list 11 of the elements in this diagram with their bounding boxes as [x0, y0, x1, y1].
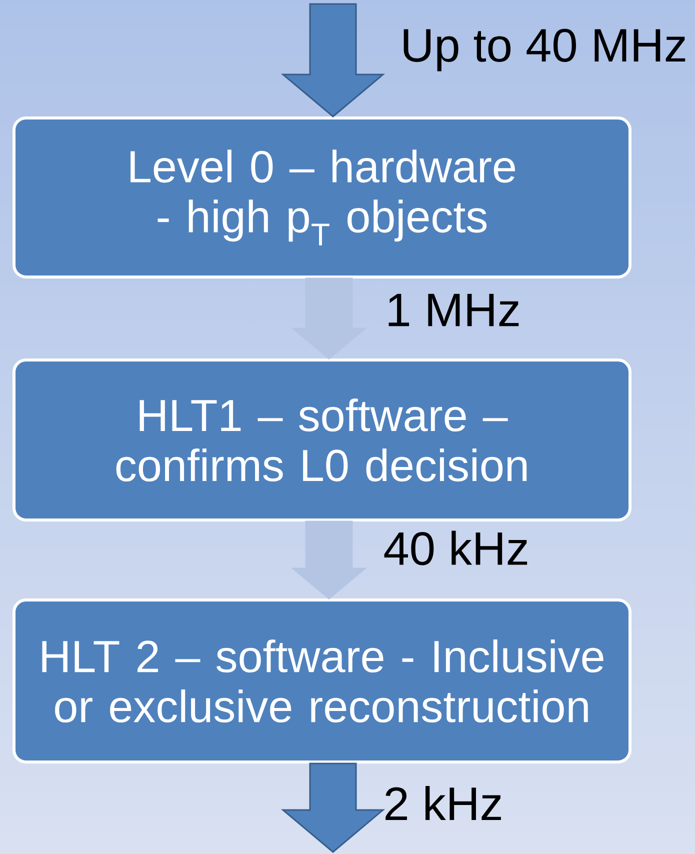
- block-arrow: [280, 3, 386, 118]
- block-arrow: [290, 278, 368, 360]
- edge-label: 1 MHz: [388, 294, 519, 326]
- block-arrow: [280, 762, 386, 853]
- process-box: Level 0 – hardware - high p$_{T}$ objects: [12, 116, 632, 278]
- edge-label: 2 kHz: [386, 786, 501, 820]
- edge-label: 40 kHz: [384, 530, 528, 566]
- edge-label: Up to 40 MHz: [404, 28, 686, 72]
- process-box: HLT1 – software – confirms L0 decision: [12, 358, 632, 522]
- process-box: HLT 2 – software - Inclusive or exclusive reconstruction: [12, 598, 632, 764]
- block-arrow: [290, 520, 368, 600]
